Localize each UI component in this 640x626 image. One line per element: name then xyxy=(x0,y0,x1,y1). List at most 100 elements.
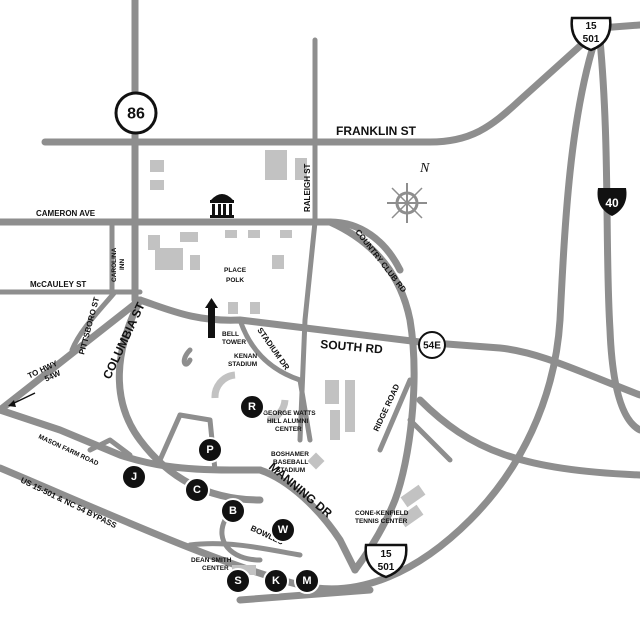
parking-marker-m[interactable]: M xyxy=(294,568,320,594)
building xyxy=(325,380,339,404)
label-tower: TOWER xyxy=(222,339,246,346)
label-boshamer-2: BASEBALL xyxy=(273,459,308,466)
road-loop-j xyxy=(87,437,133,458)
road-bottom-connector xyxy=(236,586,374,604)
building xyxy=(400,484,426,508)
building xyxy=(295,158,307,180)
compass-north-label: N xyxy=(419,161,430,176)
compass-icon: N xyxy=(387,161,430,223)
parking-marker-b[interactable]: B xyxy=(220,498,246,524)
label-george-watts-3: CENTER xyxy=(275,426,302,433)
label-mccauley-st: McCAULEY ST xyxy=(30,280,86,289)
label-dean-smith-1: DEAN SMITH xyxy=(191,557,232,564)
road-network xyxy=(0,0,640,604)
label-george-watts-1: GEORGE WATTS xyxy=(263,410,316,417)
old-well-icon xyxy=(210,194,234,218)
nc86-shield: 86 xyxy=(114,91,158,135)
bell-tower-icon xyxy=(208,308,215,338)
nc86-label: 86 xyxy=(127,106,145,123)
svg-text:54E: 54E xyxy=(423,341,441,352)
building xyxy=(148,235,160,250)
label-bypass: US 15-501 & NC 54 BYPASS xyxy=(19,476,119,531)
label-boshamer-3: STADIUM xyxy=(276,467,305,474)
svg-text:M: M xyxy=(302,575,311,587)
label-cone-kenfield-1: CONE-KENFIELD xyxy=(355,510,409,517)
bell-tower-icon xyxy=(205,298,218,308)
building xyxy=(225,230,237,238)
road-manning-dr xyxy=(256,466,359,574)
road-pittsboro-st xyxy=(69,289,118,353)
building xyxy=(228,302,238,314)
label-south-rd: SOUTH RD xyxy=(320,337,384,356)
buildings xyxy=(148,150,426,575)
building xyxy=(345,380,355,432)
svg-text:15: 15 xyxy=(585,21,597,32)
label-place: POLK xyxy=(226,277,244,284)
road-i40 xyxy=(596,36,640,434)
label-stadium: STADIUM xyxy=(228,361,257,368)
road-to-hwy54w xyxy=(0,296,144,414)
road-bowles xyxy=(187,541,303,558)
building xyxy=(330,410,340,440)
road-bowles-loop xyxy=(219,517,263,563)
building xyxy=(398,504,424,528)
label-boshamer-1: BOSHAMER xyxy=(271,451,309,458)
svg-text:J: J xyxy=(131,471,137,483)
parking-marker-c[interactable]: C xyxy=(184,477,210,503)
building xyxy=(155,248,183,270)
building xyxy=(307,452,325,470)
label-kenan: KENAN xyxy=(234,353,257,360)
building xyxy=(248,230,260,238)
label-carolina-inn: CAROLINA INN xyxy=(111,247,126,282)
building xyxy=(190,255,200,270)
svg-text:P: P xyxy=(206,444,213,456)
building xyxy=(272,255,284,269)
svg-text:40: 40 xyxy=(605,196,619,210)
svg-text:CAROLINA: CAROLINA xyxy=(111,247,118,282)
parking-marker-j[interactable]: J xyxy=(121,464,147,490)
label-cone-kenfield-2: TENNIS CENTER xyxy=(355,518,408,525)
label-franklin-st: FRANKLIN ST xyxy=(336,124,417,138)
road-us15-501-bypass xyxy=(0,36,599,593)
arrow-head xyxy=(8,400,16,407)
road-ridge-branch xyxy=(407,417,453,463)
svg-text:B: B xyxy=(229,505,237,517)
us15-501-top-shield: 15 501 xyxy=(570,16,612,52)
road-columbia-st xyxy=(115,296,264,504)
road-stadium-dr xyxy=(237,317,313,443)
parking-marker-r[interactable]: R xyxy=(239,394,265,420)
road-east-branch xyxy=(416,396,640,479)
label-country-club-rd: COUNTRY CLUB RD xyxy=(353,228,408,295)
i40-shield: 40 xyxy=(597,188,627,216)
svg-text:K: K xyxy=(272,575,280,587)
svg-text:501: 501 xyxy=(378,562,395,573)
building xyxy=(265,150,287,180)
road-franklin-st xyxy=(41,24,604,146)
building xyxy=(150,160,164,172)
building xyxy=(150,180,164,190)
road-mason-farm xyxy=(0,406,264,474)
label-cameron-ave: CAMERON AVE xyxy=(36,209,96,218)
kenan-stadium-shape xyxy=(266,399,289,424)
svg-text:15: 15 xyxy=(380,549,392,560)
building xyxy=(180,232,198,242)
parking-marker-p[interactable]: P xyxy=(197,437,223,463)
svg-text:R: R xyxy=(248,401,256,413)
svg-text:S: S xyxy=(234,575,241,587)
road-loop-p2 xyxy=(157,412,183,463)
label-pittsboro-st: PITTSBORO ST xyxy=(77,296,101,356)
road-ridge-road xyxy=(377,377,413,453)
road-south-rd xyxy=(136,296,640,399)
parking-marker-w[interactable]: W xyxy=(270,517,296,543)
road-country-club xyxy=(326,218,418,574)
label-bell: BELL xyxy=(222,331,239,338)
parking-marker-s[interactable]: S xyxy=(225,568,251,594)
svg-text:W: W xyxy=(278,524,289,536)
nc54e-shield: 54E xyxy=(418,331,446,359)
parking-marker-k[interactable]: K xyxy=(263,568,289,594)
road-stub xyxy=(181,347,193,367)
label-george-watts-2: HILL ALUMNI xyxy=(267,418,308,425)
label-polk: PLACE xyxy=(224,267,247,274)
